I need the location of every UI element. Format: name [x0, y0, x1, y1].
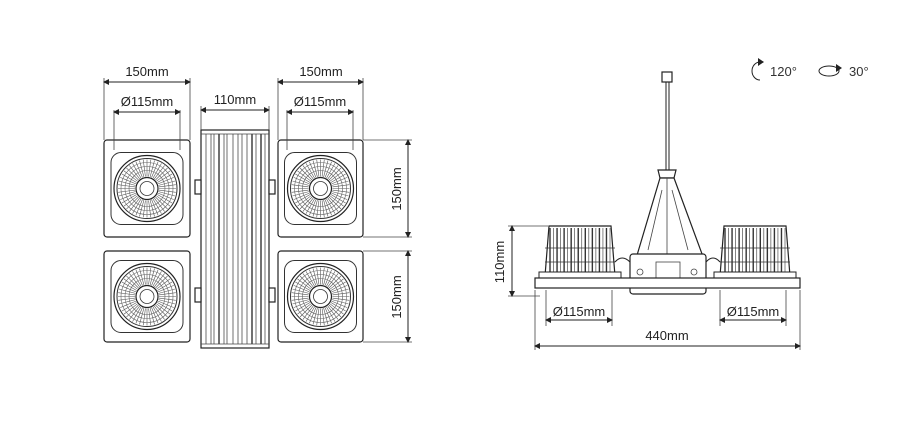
side-lamp-units	[538, 225, 797, 279]
heatsink-fins	[205, 134, 266, 344]
rotate-loop-icon	[818, 64, 842, 77]
connector	[194, 287, 202, 303]
side-left-diameter-label: Ø115mm	[553, 304, 606, 319]
dim-lower-height: 150mm	[363, 250, 412, 343]
right-diameter-label: Ø115mm	[294, 94, 347, 109]
total-width-label: 440mm	[645, 328, 688, 343]
upper-height-label: 150mm	[389, 167, 404, 210]
top-view: 150mm Ø115mm 110mm 150mm Ø115mm	[103, 64, 412, 349]
lamp-modules	[103, 139, 364, 343]
connector	[268, 179, 276, 195]
side-lamp-unit	[713, 225, 797, 279]
side-lamp-unit	[538, 225, 622, 279]
lamp-module	[103, 250, 191, 343]
suspension-cable	[634, 71, 706, 263]
horizontal-angle-label: 30°	[849, 64, 869, 79]
side-view: 110mm Ø115mm Ø115mm 440mm	[492, 71, 801, 350]
dim-side-left-diameter: Ø115mm	[545, 290, 613, 326]
dim-center-width: 110mm	[200, 92, 270, 130]
center-width-label: 110mm	[214, 92, 256, 107]
tilt-arc-icon	[751, 61, 761, 81]
dim-upper-height: 150mm	[363, 139, 412, 238]
wire	[614, 257, 631, 263]
dim-side-right-diameter: Ø115mm	[719, 290, 787, 326]
base-plate	[534, 277, 801, 289]
lamp-module	[103, 139, 191, 238]
dim-right-diameter: Ø115mm	[286, 94, 354, 150]
center-heatsink	[200, 129, 270, 349]
connector	[194, 179, 202, 195]
right-width-label: 150mm	[299, 64, 342, 79]
lower-height-label: 150mm	[389, 275, 404, 318]
rotation-info: 120° 30°	[751, 58, 869, 81]
side-height-label: 110mm	[492, 241, 507, 283]
lamp-module	[277, 250, 364, 343]
dim-side-height: 110mm	[492, 225, 548, 297]
connector	[268, 287, 276, 303]
left-width-label: 150mm	[125, 64, 168, 79]
left-diameter-label: Ø115mm	[121, 94, 174, 109]
dim-right-width: 150mm	[277, 64, 364, 140]
dim-left-width: 150mm	[103, 64, 191, 140]
wire	[705, 257, 721, 263]
dim-total-width: 440mm	[534, 290, 801, 350]
dim-left-diameter: Ø115mm	[113, 94, 181, 150]
side-right-diameter-label: Ø115mm	[727, 304, 780, 319]
lamp-module	[277, 139, 364, 238]
vertical-angle-label: 120°	[770, 64, 797, 79]
